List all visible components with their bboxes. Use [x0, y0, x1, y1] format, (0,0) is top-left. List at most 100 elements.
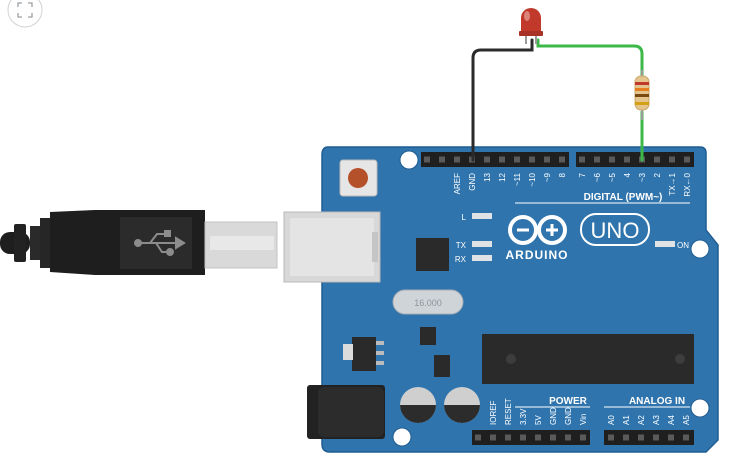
header-pin[interactable]: [535, 434, 541, 441]
led-l-label: L: [462, 213, 467, 222]
header-pin[interactable]: [544, 156, 550, 163]
header-pin[interactable]: [638, 434, 644, 441]
header-pin[interactable]: [579, 156, 585, 163]
capacitor-2: [444, 387, 480, 423]
fit-to-screen-button[interactable]: [7, 0, 43, 28]
pin-label: 5V: [534, 415, 543, 425]
analog-header: A0 A1 A2 A3 A4 A5 ANALOG IN: [604, 396, 694, 445]
signal-wire[interactable]: [536, 38, 644, 162]
pin-label: Vin: [579, 414, 588, 425]
header-pin[interactable]: [668, 434, 674, 441]
led-tx-label: TX: [456, 241, 467, 250]
header-pin[interactable]: [653, 434, 659, 441]
pin-label: 7: [578, 172, 587, 177]
header-pin[interactable]: [565, 434, 571, 441]
brand-name: ARDUINO: [506, 248, 569, 262]
header-pin[interactable]: [608, 434, 614, 441]
usb-cable[interactable]: [0, 210, 278, 275]
pin-label: 4: [623, 172, 632, 177]
pin-label: ~9: [543, 172, 552, 182]
power-jack: [307, 385, 385, 439]
atmega-chip: [482, 334, 694, 384]
pin-label: 2: [653, 172, 662, 177]
pin-label: ~6: [593, 172, 602, 182]
analog-label: ANALOG IN: [629, 396, 685, 407]
power-header: IOREF RESET 3.3V 5V GND GND Vin POWER: [472, 396, 590, 445]
fullscreen-icon: [17, 2, 33, 18]
header-pin[interactable]: [624, 156, 630, 163]
pin-label: AREF: [453, 173, 462, 194]
pin-label: A1: [622, 415, 631, 425]
reset-button[interactable]: [339, 159, 378, 197]
header-pin[interactable]: [529, 156, 535, 163]
pin-label: GND: [468, 173, 477, 191]
pin-label: RESET: [504, 398, 513, 425]
crystal-label: 16.000: [414, 298, 442, 308]
resistor-band: [635, 82, 649, 85]
header-pin[interactable]: [484, 156, 490, 163]
header-pin[interactable]: [609, 156, 615, 163]
pin-label: GND: [549, 407, 558, 425]
header-pin[interactable]: [669, 156, 675, 163]
usb-chip: [416, 238, 449, 271]
voltage-regulator: [343, 337, 384, 371]
pin-label: 12: [498, 172, 507, 181]
pin-label: 8: [558, 172, 567, 177]
pin-label: ~5: [608, 172, 617, 182]
header-pin[interactable]: [684, 156, 690, 163]
header-pin[interactable]: [490, 434, 496, 441]
header-pin[interactable]: [683, 434, 689, 441]
ground-wire[interactable]: [471, 38, 534, 162]
header-pin[interactable]: [475, 434, 481, 441]
usb-port: [283, 211, 381, 283]
digital-header-label: DIGITAL (PWM~): [584, 192, 663, 203]
small-chip: [420, 327, 436, 345]
header-pin[interactable]: [454, 156, 460, 163]
header-pin[interactable]: [594, 156, 600, 163]
resistor-band: [635, 102, 649, 105]
led-tx: [472, 241, 492, 247]
pin-label: A0: [607, 415, 616, 425]
header-pin[interactable]: [623, 434, 629, 441]
header-pin[interactable]: [514, 156, 520, 163]
resistor[interactable]: [634, 70, 650, 120]
model-badge: UNO: [580, 213, 650, 246]
pin-label: ~10: [528, 172, 537, 186]
led-on-label: ON: [677, 241, 689, 250]
led-rx-label: RX: [455, 255, 467, 264]
header-pin[interactable]: [550, 434, 556, 441]
pin-label: IOREF: [489, 400, 498, 425]
header-pin[interactable]: [520, 434, 526, 441]
header-pin[interactable]: [559, 156, 565, 163]
capacitor-1: [400, 387, 436, 423]
pin-label: A3: [652, 415, 661, 425]
pin-label: ~11: [513, 172, 522, 186]
header-pin[interactable]: [654, 156, 660, 163]
crystal-oscillator: 16.000: [392, 289, 464, 315]
power-label: POWER: [549, 396, 588, 407]
pin-label: 13: [483, 172, 492, 181]
arduino-board[interactable]: 16.000 L TX RX ON ARDUINO: [283, 146, 719, 453]
pin-label: A2: [637, 415, 646, 425]
resistor-band: [635, 88, 649, 91]
pin-label: A5: [682, 415, 691, 425]
led-on: [655, 241, 675, 247]
usb-symbol-icon: [134, 230, 186, 256]
header-pin[interactable]: [580, 434, 586, 441]
pin-label: TX→1: [668, 172, 677, 195]
pin-label: RX←0: [683, 172, 692, 196]
header-pin[interactable]: [505, 434, 511, 441]
pin-label: GND: [564, 407, 573, 425]
header-pin[interactable]: [439, 156, 445, 163]
resistor-band: [635, 94, 649, 97]
pin-label: A4: [667, 415, 676, 425]
led-l: [472, 213, 492, 219]
red-led[interactable]: [519, 8, 543, 44]
sot-chip: [434, 355, 450, 377]
led-rx: [472, 255, 492, 261]
pin-label: 3.3V: [519, 408, 528, 425]
header-pin[interactable]: [499, 156, 505, 163]
header-pin[interactable]: [424, 156, 430, 163]
